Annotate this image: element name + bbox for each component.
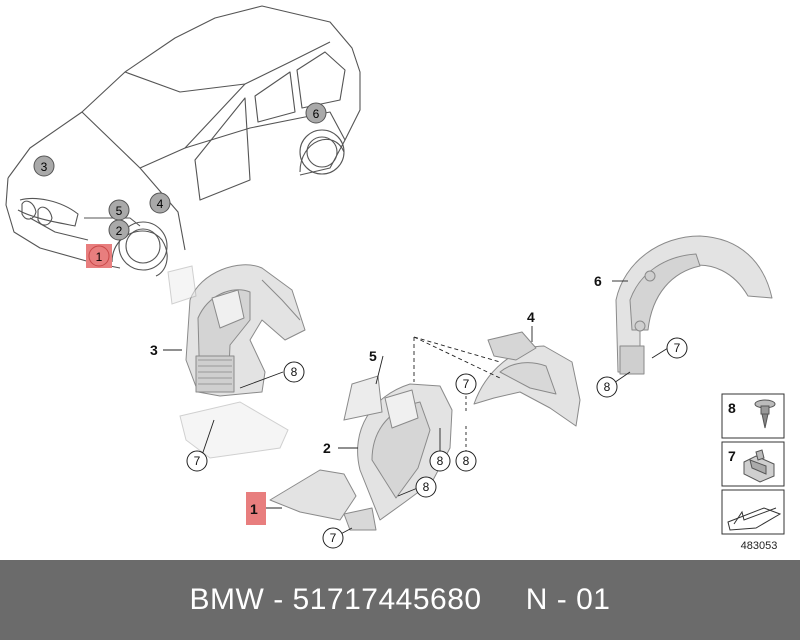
car-callout-6[interactable]: 6 <box>305 102 327 124</box>
car-callout-4[interactable]: 4 <box>149 192 171 214</box>
svg-text:8: 8 <box>423 480 430 494</box>
callout-8-e[interactable]: 8 <box>596 376 618 398</box>
svg-text:8: 8 <box>463 454 470 468</box>
callout-8-c[interactable]: 8 <box>455 450 477 472</box>
parts-diagram: 3 6 4 5 2 1 <box>5 5 785 549</box>
footer-brand: BMW <box>189 583 265 616</box>
front-wheel <box>118 221 168 271</box>
callout-7-d[interactable]: 7 <box>666 337 688 359</box>
callout-7-c[interactable]: 7 <box>322 527 344 549</box>
car-callout-5[interactable]: 5 <box>108 199 130 221</box>
car-callout-3[interactable]: 3 <box>33 155 55 177</box>
fastener-callouts: 8 7 7 8 8 8 7 7 <box>186 337 688 549</box>
car-wheels <box>118 129 345 271</box>
clip-nut-icon <box>743 449 775 483</box>
rear-wheel-hub <box>306 136 338 168</box>
legend-item-8-screw[interactable]: 8 <box>721 393 785 439</box>
callout-8-a[interactable]: 8 <box>283 361 305 383</box>
legend-item-direction[interactable] <box>721 489 785 535</box>
svg-text:4: 4 <box>157 197 164 211</box>
car-callout-2[interactable]: 2 <box>108 219 130 241</box>
footer-bar: BMW - 51717445680 N - 01 <box>0 560 800 640</box>
part-3-ghost-panel <box>167 265 289 459</box>
car-grille <box>21 200 53 226</box>
svg-text:8: 8 <box>437 454 444 468</box>
part-label-1-highlighted[interactable]: 1 <box>246 492 266 525</box>
rear-wheel <box>299 129 345 175</box>
legend-item-7-clip[interactable]: 7 <box>721 441 785 487</box>
part-2-wheel-arch-cover[interactable] <box>357 383 453 521</box>
part-label-5: 5 <box>369 348 377 364</box>
part-label-3: 3 <box>150 342 158 358</box>
part-4-rear-liner[interactable] <box>473 331 581 427</box>
svg-text:2: 2 <box>116 224 123 238</box>
part-labels: 6 4 3 5 2 <box>150 273 602 456</box>
screw-icon <box>754 399 776 429</box>
svg-text:7: 7 <box>194 454 201 468</box>
front-wheel-hub <box>125 228 161 264</box>
part-label-2: 2 <box>323 440 331 456</box>
footer-part-number: 51717445680 <box>292 583 482 616</box>
car-callout-1-highlighted[interactable]: 1 <box>86 244 112 268</box>
part-label-6: 6 <box>594 273 602 289</box>
arrow-icon <box>727 507 782 531</box>
footer-code: N - 01 <box>525 583 611 616</box>
footer-separator: - <box>264 583 293 616</box>
legend: 8 7 <box>721 393 785 535</box>
svg-text:6: 6 <box>313 107 320 121</box>
part-5-cover-plate[interactable] <box>343 375 383 421</box>
svg-text:8: 8 <box>604 380 611 394</box>
callout-7-b[interactable]: 7 <box>455 373 477 395</box>
svg-text:1: 1 <box>96 250 103 264</box>
svg-text:7: 7 <box>463 377 470 391</box>
callout-8-d[interactable]: 8 <box>415 476 437 498</box>
svg-text:1: 1 <box>250 501 258 517</box>
car-outline <box>5 5 361 277</box>
svg-text:3: 3 <box>41 160 48 174</box>
svg-text:5: 5 <box>116 204 123 218</box>
callout-8-b[interactable]: 8 <box>429 450 451 472</box>
part-1-lower-trim[interactable] <box>269 469 377 531</box>
svg-text:7: 7 <box>330 531 337 545</box>
svg-text:7: 7 <box>674 341 681 355</box>
part-label-4: 4 <box>527 309 535 325</box>
svg-text:7: 7 <box>728 448 736 464</box>
footer-gap <box>482 583 526 616</box>
svg-text:8: 8 <box>291 365 298 379</box>
part-3-wheel-arch-liner[interactable] <box>185 264 306 397</box>
diagram-reference-number: 483053 <box>740 540 778 552</box>
part-6-rear-liner[interactable] <box>615 235 773 375</box>
callout-7-a[interactable]: 7 <box>186 450 208 472</box>
car-callouts: 3 6 4 5 2 1 <box>33 102 327 268</box>
svg-text:8: 8 <box>728 400 736 416</box>
